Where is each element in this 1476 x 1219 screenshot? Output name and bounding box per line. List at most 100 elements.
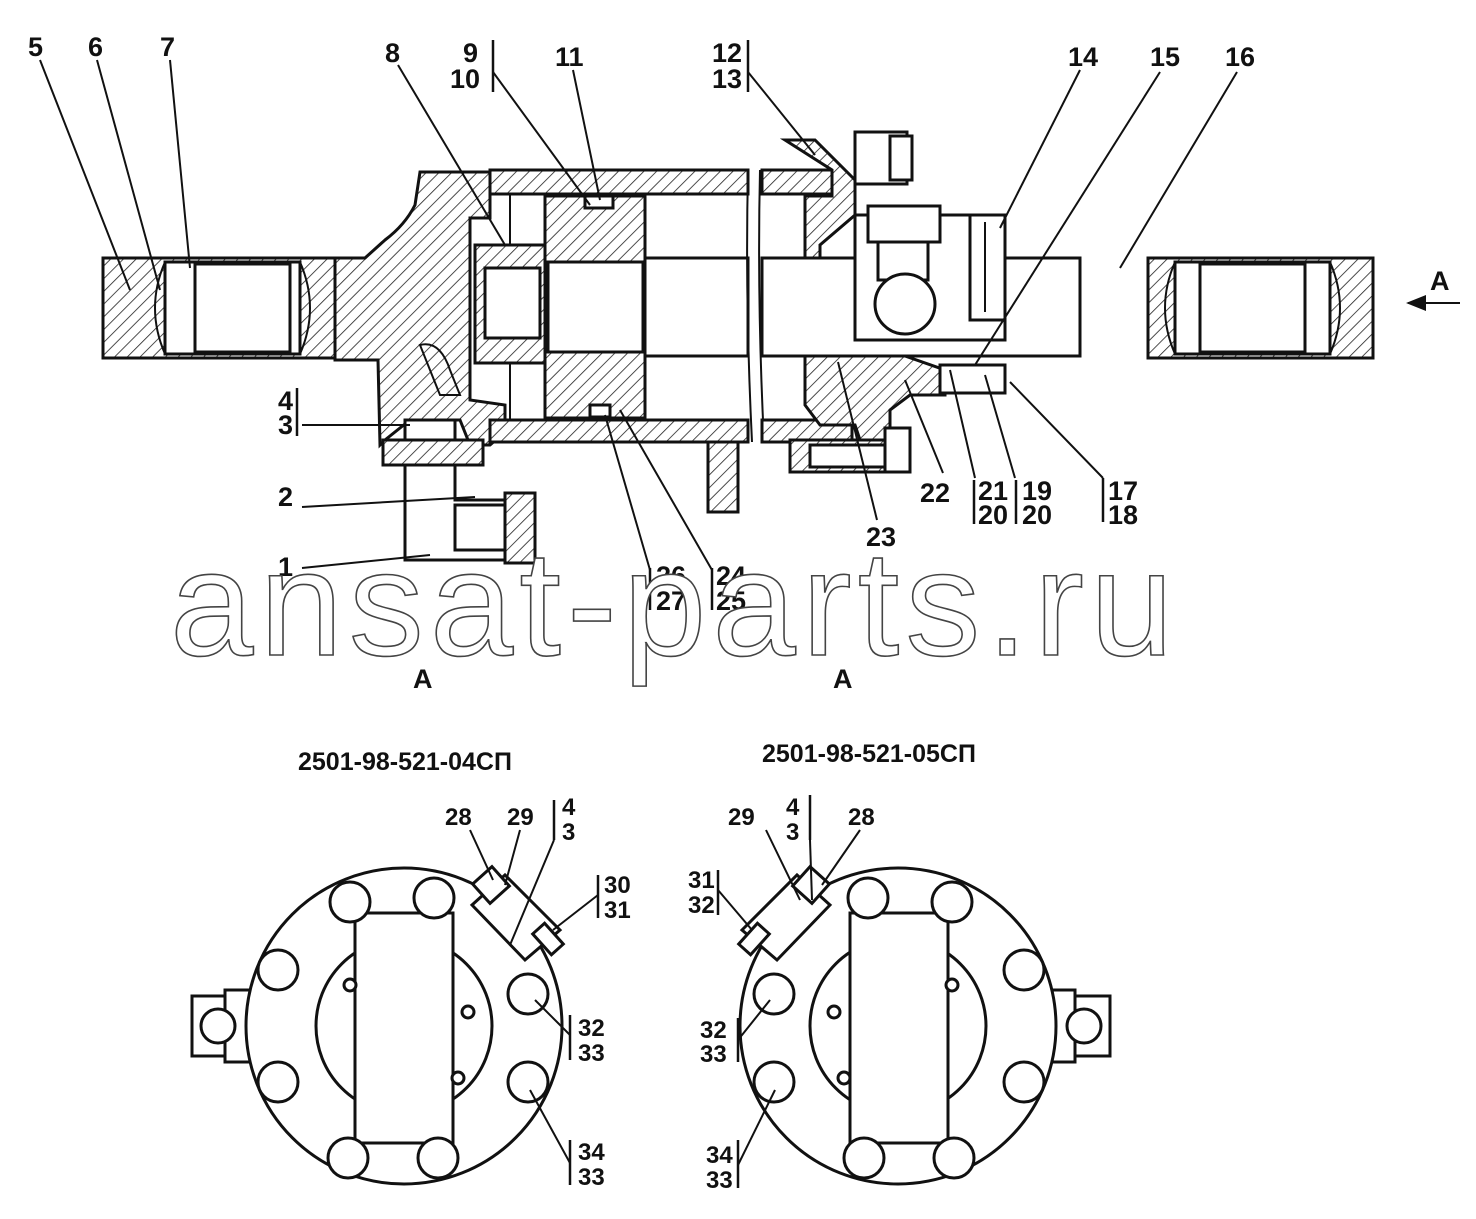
bolt-head-top: [888, 134, 914, 182]
piston-seal-bottom: [588, 403, 612, 419]
right-bearing-bore: [1198, 262, 1307, 354]
section-mark-a-right: A: [833, 664, 853, 694]
label-19: 19: [1022, 476, 1052, 506]
left-view-label-28: 28: [445, 804, 472, 831]
label-10: 10: [450, 64, 480, 94]
clamp-bolt: [866, 204, 942, 244]
right-view-label-34: 34: [706, 1142, 733, 1169]
reference-bars: [295, 40, 1105, 1188]
left-view-port-screw: [530, 921, 566, 957]
left-view-label-3: 3: [562, 819, 575, 846]
label-6: 6: [88, 32, 103, 62]
piston-nut-thread: [483, 266, 542, 340]
label-16: 16: [1225, 42, 1255, 72]
label-9: 9: [463, 38, 478, 68]
label-7: 7: [160, 32, 175, 62]
label-22: 22: [920, 478, 950, 508]
code-right-view: 2501-98-521-05СП: [762, 740, 976, 768]
left-view-label-32: 32: [578, 1015, 605, 1042]
left-view-label-33a: 33: [578, 1040, 605, 1067]
right-end-view: 29 4 3 28 31 32 32 33 34 33: [688, 794, 1112, 1194]
left-view-lug-hole: [199, 1007, 237, 1045]
label-21: 21: [978, 476, 1008, 506]
bolt-head-bottom: [883, 426, 912, 474]
left-view-bolt-6: [326, 1136, 370, 1180]
right-view-bolt-6: [842, 1136, 886, 1180]
code-left-view: 2501-98-521-04СП: [298, 748, 512, 776]
label-11: 11: [555, 42, 584, 72]
port-nut: [503, 491, 537, 565]
label-4: 4: [278, 386, 293, 416]
left-view-bolt-2: [412, 876, 456, 920]
label-14: 14: [1068, 42, 1098, 72]
label-2: 2: [278, 482, 293, 512]
label-1: 1: [278, 552, 293, 582]
left-end-view: 28 29 4 3 30 31 32 33 34 33: [190, 794, 631, 1191]
right-view-label-4: 4: [786, 794, 800, 821]
cylinder-tube-top: [488, 168, 750, 196]
clamp-ball: [873, 272, 937, 336]
part-labels: 5 6 7 8 9 10 11 12 13 14 15 16 4 3 2 1 2…: [28, 32, 1450, 694]
left-view-bolt-4: [506, 1060, 550, 1104]
label-13: 13: [712, 64, 742, 94]
label-20a: 20: [978, 500, 1008, 530]
label-5: 5: [28, 32, 43, 62]
left-bearing-sphere: [154, 261, 311, 355]
right-view-bolt-2: [930, 880, 974, 924]
break-lines: [746, 169, 765, 443]
right-view-bolt-3: [1002, 948, 1046, 992]
right-view-bolt-7: [752, 1060, 796, 1104]
right-view-port-screw: [736, 921, 772, 957]
label-17: 17: [1108, 476, 1138, 506]
right-view-label-31: 31: [688, 867, 715, 894]
label-3: 3: [278, 410, 293, 440]
left-view-label-33b: 33: [578, 1164, 605, 1191]
label-27: 27: [656, 586, 686, 616]
label-26: 26: [656, 561, 686, 591]
left-bearing-bore: [193, 262, 292, 354]
right-view-lug-hole: [1065, 1007, 1103, 1045]
right-view-label-28: 28: [848, 804, 875, 831]
label-8: 8: [385, 38, 400, 68]
piston-rod-left: [643, 256, 750, 358]
left-view-label-31: 31: [604, 897, 631, 924]
right-view-bolt-8: [752, 972, 796, 1016]
left-view-bolt-1: [328, 880, 372, 924]
port-channel: [418, 343, 462, 396]
right-view-label-33a: 33: [700, 1041, 727, 1068]
label-20b: 20: [1022, 500, 1052, 530]
right-view-label-33b: 33: [706, 1167, 733, 1194]
right-view-label-3: 3: [786, 819, 799, 846]
gland-wiper: [938, 363, 1007, 395]
right-view-bolt-4: [1002, 1060, 1046, 1104]
left-view-label-29: 29: [507, 804, 534, 831]
label-12: 12: [712, 38, 742, 68]
flange-bolt-bottom: [808, 443, 892, 469]
front-head: [779, 138, 857, 260]
cylinder-tube-bottom: [488, 418, 750, 444]
section-mark-a-left: A: [413, 664, 433, 694]
left-view-label-4: 4: [562, 794, 576, 821]
mount-bracket: [706, 440, 740, 514]
label-15: 15: [1150, 42, 1180, 72]
cylinder-section-view: [101, 130, 1460, 565]
right-view-rod: [848, 911, 950, 1145]
section-mark-a-arrow: A: [1430, 266, 1450, 296]
label-25: 25: [716, 586, 746, 616]
left-view-bolt-8: [256, 948, 300, 992]
right-bearing-sphere: [1164, 261, 1341, 355]
left-view-label-34: 34: [578, 1139, 605, 1166]
label-23: 23: [866, 522, 896, 552]
label-18: 18: [1108, 500, 1138, 530]
right-view-bolt-5: [932, 1136, 976, 1180]
leader-lines: [39, 59, 1238, 571]
right-view-label-29: 29: [728, 804, 755, 831]
lock-plate: [968, 213, 1007, 322]
left-view-bolt-7: [256, 1060, 300, 1104]
front-tube-top: [760, 168, 834, 196]
piston-bore: [546, 260, 645, 354]
left-view-port-plug: [470, 864, 512, 906]
right-view-bolt-1: [846, 876, 890, 920]
label-24: 24: [716, 561, 746, 591]
